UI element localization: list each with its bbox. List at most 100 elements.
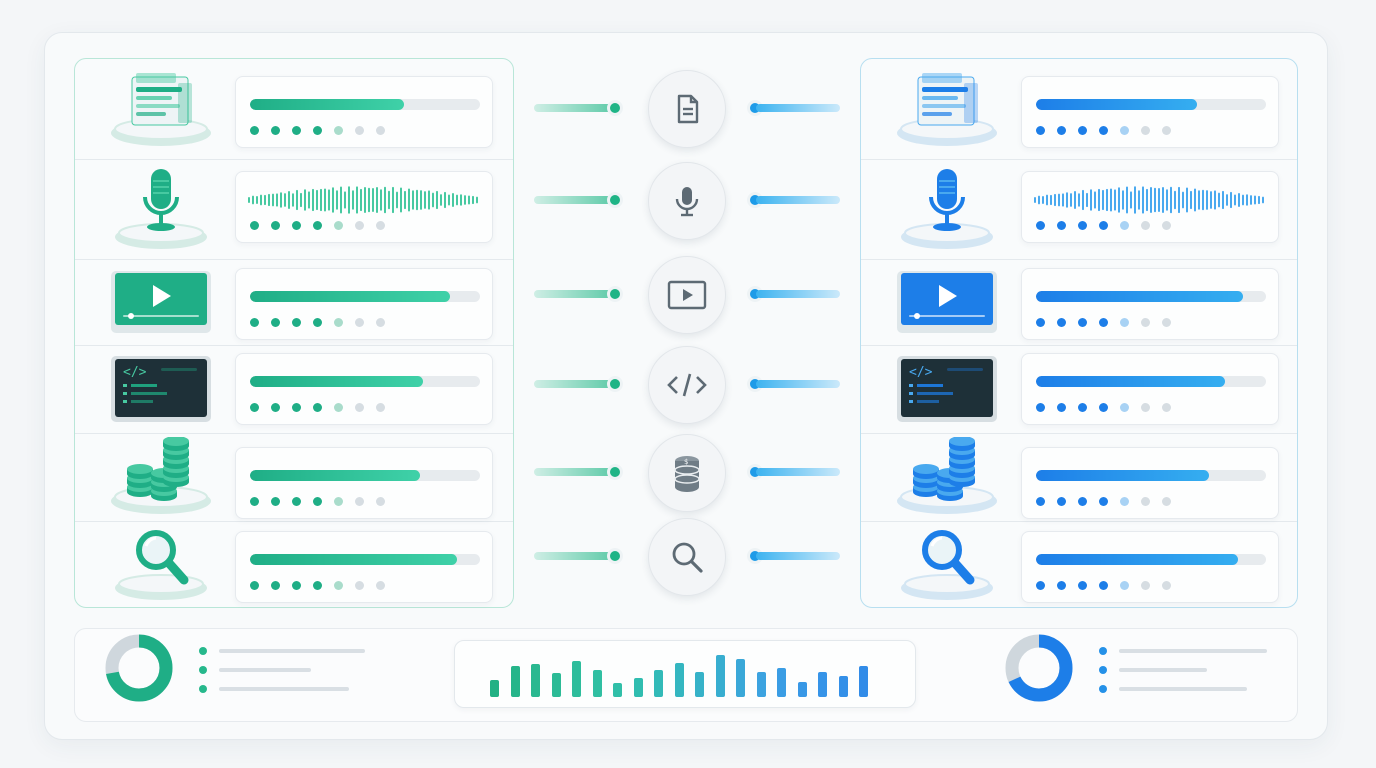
legend-item (1099, 679, 1267, 698)
left-row-database[interactable] (75, 433, 513, 522)
rating-dot (355, 126, 364, 135)
progress-bar (250, 376, 480, 387)
legend-line (219, 686, 349, 691)
connector-right (756, 104, 840, 112)
rating-dots (250, 497, 385, 506)
sparkline-bar (777, 668, 786, 697)
hub-code-icon[interactable] (648, 346, 726, 424)
rating-dot (1078, 497, 1087, 506)
connector-node-left (607, 376, 623, 392)
rating-dot (1078, 126, 1087, 135)
progress-bar-fill (250, 99, 405, 110)
right-row-database[interactable] (861, 433, 1297, 522)
hub-document-icon[interactable] (648, 70, 726, 148)
rating-dot (334, 403, 343, 412)
progress-bar (1036, 376, 1266, 387)
right-legend (1099, 641, 1267, 698)
right-metric-card (1021, 171, 1279, 243)
rating-dot (250, 581, 259, 590)
rating-dot (1162, 318, 1171, 327)
sparkline-bar (695, 672, 704, 697)
right-row-search[interactable] (861, 521, 1297, 607)
rating-dots (1036, 497, 1171, 506)
rating-dot (376, 126, 385, 135)
rating-dot (1141, 126, 1150, 135)
rating-dot (292, 497, 301, 506)
legend-dot (1099, 665, 1107, 674)
rating-dot (376, 497, 385, 506)
document-icon (889, 59, 1005, 159)
rating-dot (313, 497, 322, 506)
progress-bar (1036, 470, 1266, 481)
rating-dot (1162, 403, 1171, 412)
legend-line (1119, 667, 1207, 672)
rating-dots (250, 581, 385, 590)
rating-dot (334, 497, 343, 506)
progress-bar (1036, 554, 1266, 565)
right-row-microphone[interactable] (861, 159, 1297, 260)
left-row-microphone[interactable] (75, 159, 513, 260)
left-row-search[interactable] (75, 521, 513, 607)
connector-node-left (607, 286, 623, 302)
legend-dot (1099, 684, 1107, 693)
right-row-document[interactable] (861, 59, 1297, 160)
rating-dot (1162, 497, 1171, 506)
connector-right (756, 380, 840, 388)
legend-dot (1099, 646, 1107, 655)
right-row-code[interactable]: </> (861, 345, 1297, 434)
svg-text:$: $ (684, 458, 688, 466)
connector-left (534, 468, 614, 476)
rating-dots (1036, 318, 1171, 327)
rating-dot (1057, 318, 1066, 327)
rating-dot (250, 403, 259, 412)
progress-bar-fill (1036, 376, 1225, 387)
rating-dot (355, 497, 364, 506)
rating-dot (292, 403, 301, 412)
rating-dot (355, 403, 364, 412)
rating-dot (271, 497, 280, 506)
search-icon (889, 521, 1005, 607)
progress-bar-fill (1036, 470, 1209, 481)
rating-dot (271, 403, 280, 412)
left-legend (199, 641, 365, 698)
rating-dot (1162, 126, 1171, 135)
rating-dot (292, 318, 301, 327)
rating-dot (334, 126, 343, 135)
left-metric-card (235, 353, 493, 425)
sparkline-bar (592, 670, 602, 697)
connector-left (534, 196, 614, 204)
rating-dot (1078, 581, 1087, 590)
progress-bar (250, 554, 480, 565)
microphone-icon (889, 159, 1005, 259)
right-metric-card (1021, 531, 1279, 603)
sparkline-bar (572, 660, 581, 697)
progress-bar-fill (1036, 554, 1239, 565)
rating-dot (1036, 497, 1045, 506)
legend-item (199, 660, 365, 679)
rating-dot (376, 318, 385, 327)
sparkline-bar (736, 658, 745, 697)
rating-dot (271, 221, 280, 230)
left-metric-card (235, 447, 493, 519)
rating-dot (271, 318, 280, 327)
rating-dot (250, 318, 259, 327)
left-row-code[interactable]: </> (75, 345, 513, 434)
sparkline-bar (859, 666, 868, 697)
sparkline-bar (674, 662, 684, 697)
hub-search-icon[interactable] (648, 518, 726, 596)
left-donut-chart (104, 633, 174, 703)
hub-video-play-icon[interactable] (648, 256, 726, 334)
search-icon (103, 521, 219, 607)
left-row-document[interactable] (75, 59, 513, 160)
left-row-video-play[interactable] (75, 259, 513, 346)
sparkline-bar (490, 679, 499, 697)
legend-line (219, 667, 311, 672)
sparkline-bar (531, 663, 540, 697)
legend-dot (199, 646, 207, 655)
hub-database-icon[interactable]: $ (648, 434, 726, 512)
rating-dots (250, 221, 385, 230)
hub-microphone-icon[interactable] (648, 162, 726, 240)
rating-dot (1036, 403, 1045, 412)
rating-dot (1141, 581, 1150, 590)
right-row-video-play[interactable] (861, 259, 1297, 346)
